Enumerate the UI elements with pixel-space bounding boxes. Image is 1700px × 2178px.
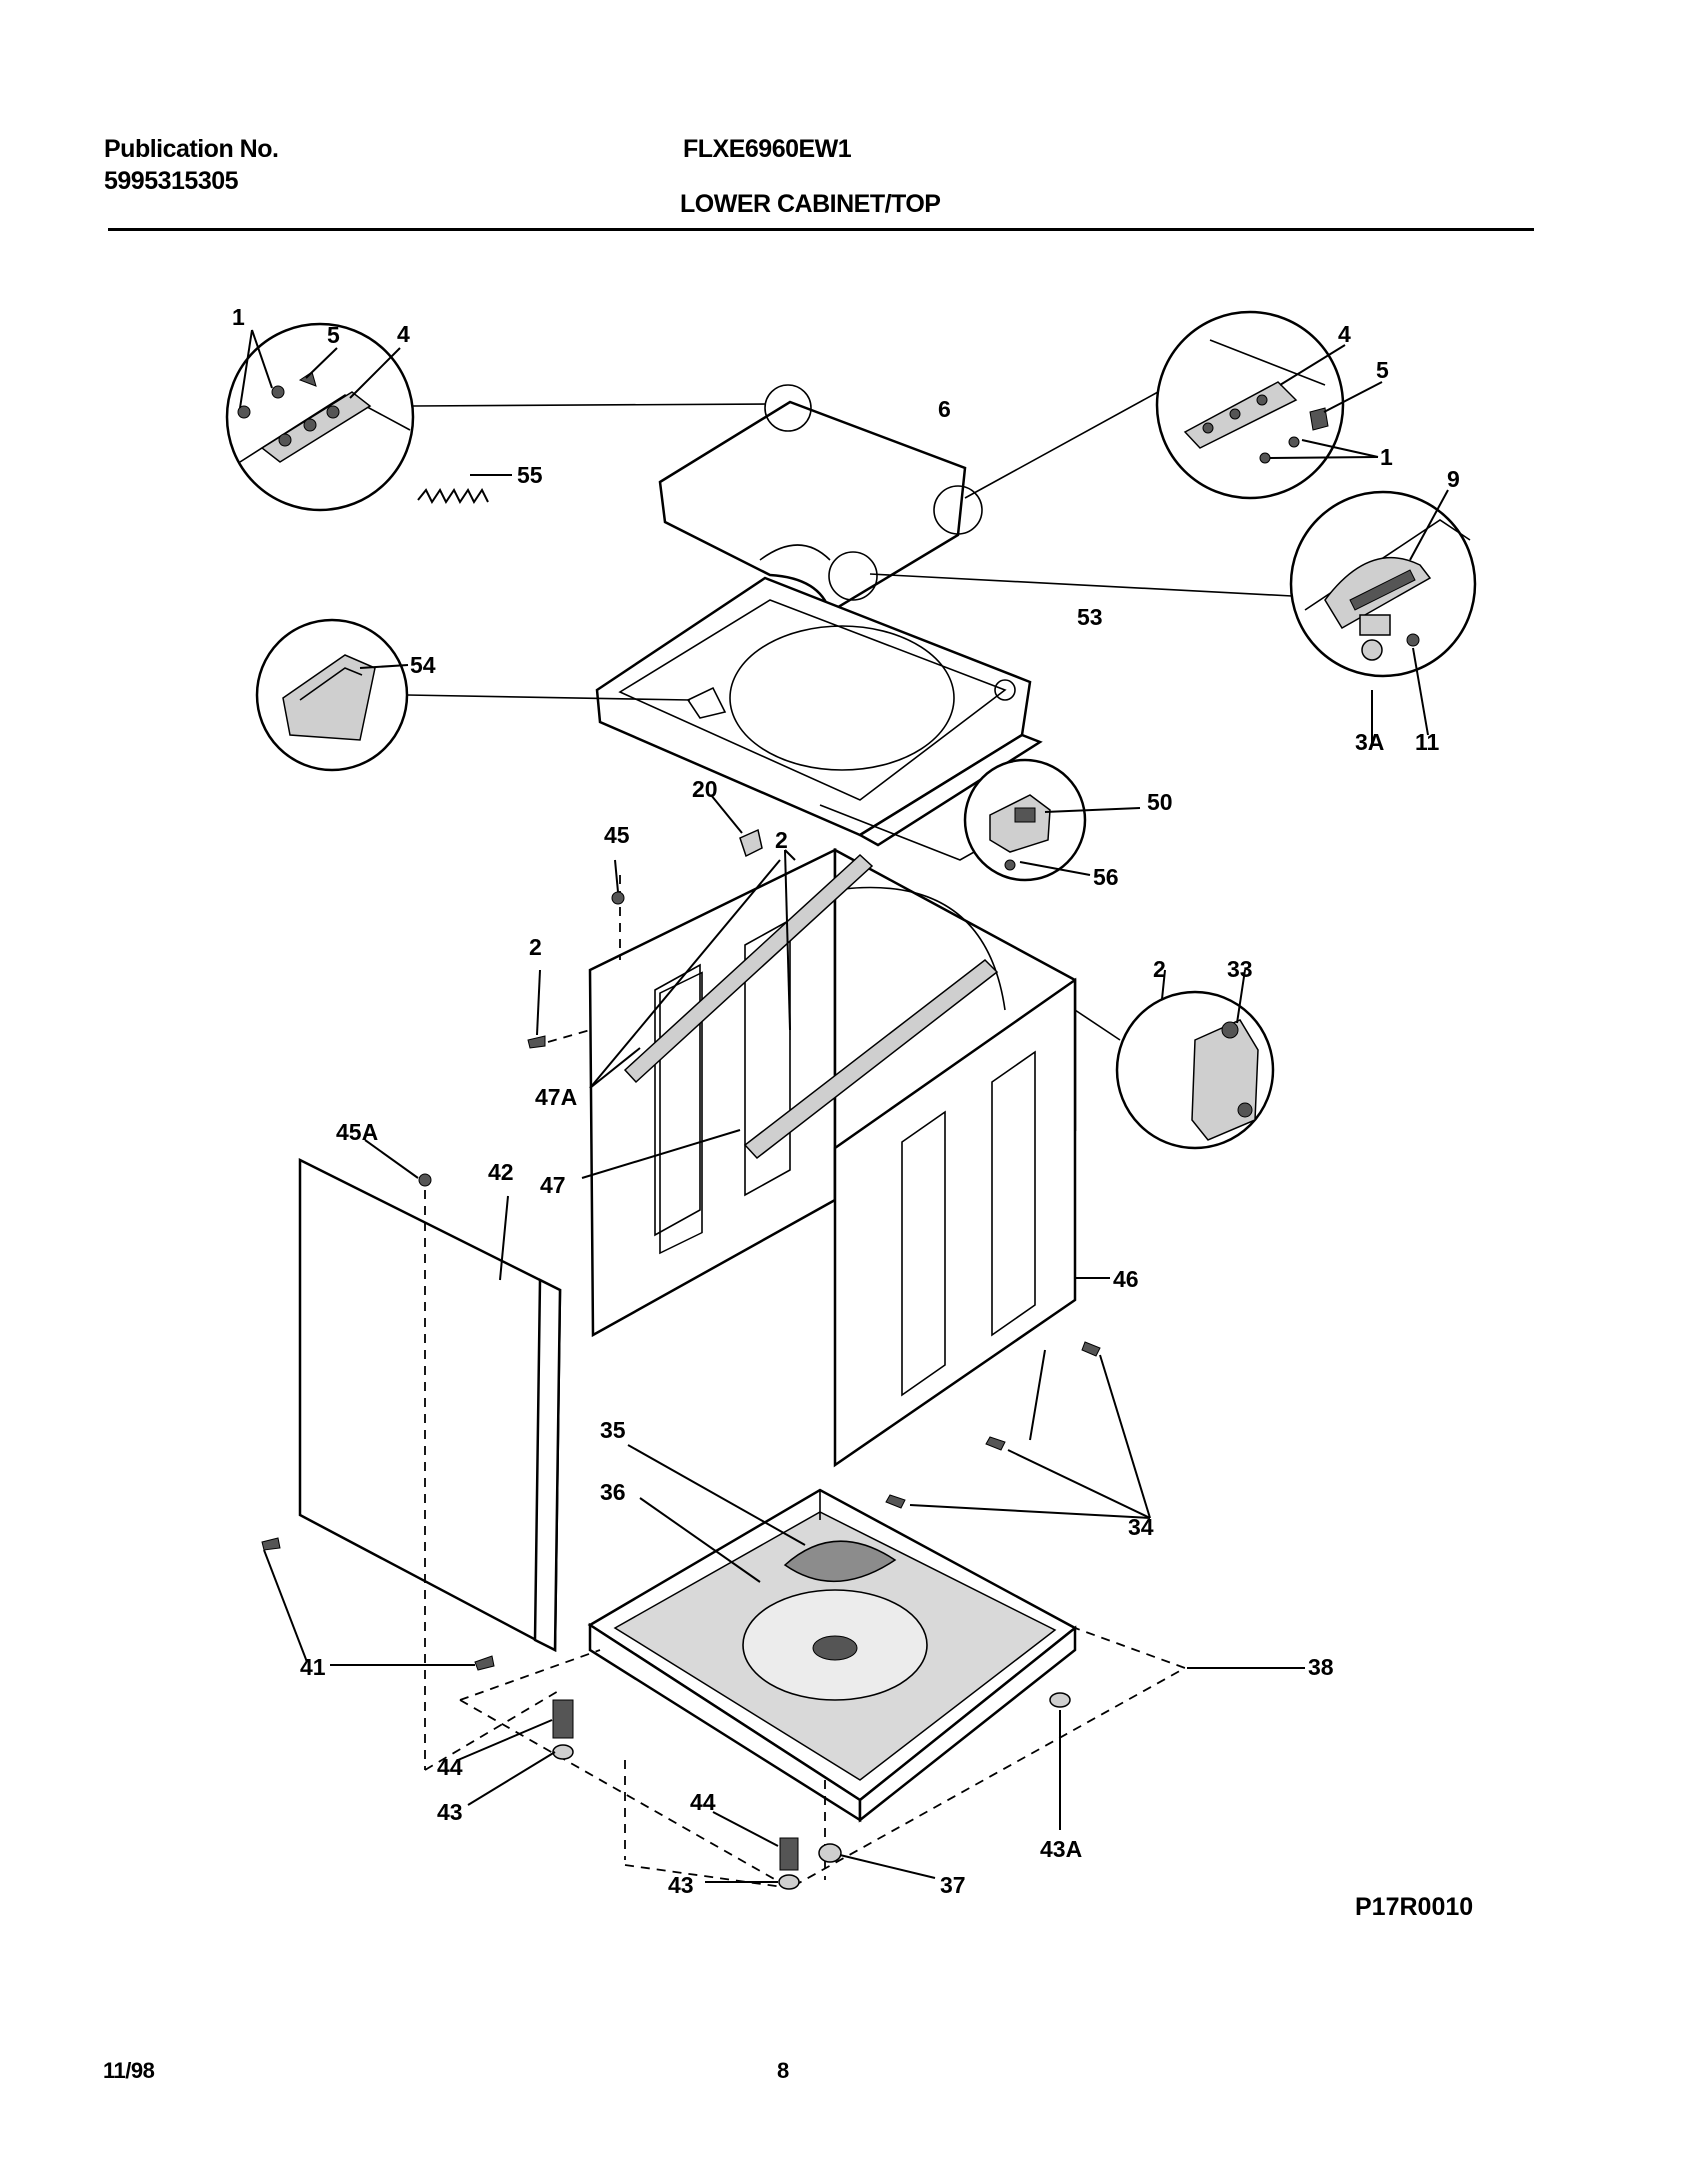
hinge-detail-right bbox=[964, 310, 1383, 500]
callout-38: 38 bbox=[1308, 1654, 1334, 1680]
callout-1: 1 bbox=[232, 304, 245, 330]
section-title: LOWER CABINET/TOP bbox=[680, 190, 941, 218]
callout-43a: 43A bbox=[1040, 1836, 1082, 1862]
callout-54: 54 bbox=[410, 652, 436, 678]
callout-2-left: 2 bbox=[529, 934, 542, 960]
right-side-panel bbox=[833, 977, 1110, 1468]
callout-33: 33 bbox=[1227, 956, 1253, 982]
dispenser-detail bbox=[255, 618, 691, 772]
model-number: FLXE6960EW1 bbox=[683, 135, 852, 163]
callout-34: 34 bbox=[1128, 1514, 1154, 1540]
callout-20: 20 bbox=[692, 776, 718, 802]
callout-3a: 3A bbox=[1355, 729, 1384, 755]
lid-switch-detail bbox=[963, 758, 1141, 882]
hinge-detail-left bbox=[225, 322, 767, 512]
callout-44-left: 44 bbox=[437, 1754, 463, 1780]
switch-detail bbox=[869, 489, 1477, 745]
drawing-code: P17R0010 bbox=[1355, 1893, 1473, 1921]
callout-2-right: 2 bbox=[1153, 956, 1166, 982]
page-number: 8 bbox=[777, 2058, 789, 2083]
top-panel-part bbox=[595, 544, 1043, 861]
footer-date: 11/98 bbox=[103, 2058, 155, 2083]
callout-42: 42 bbox=[488, 1159, 514, 1185]
callout-6: 6 bbox=[938, 396, 951, 422]
water-valve-detail bbox=[1074, 969, 1275, 1150]
callout-47a: 47A bbox=[535, 1084, 577, 1110]
callout-2-top: 2 bbox=[775, 827, 788, 853]
callout-4: 4 bbox=[397, 321, 410, 347]
callout-36: 36 bbox=[600, 1479, 626, 1505]
callout-4-right: 4 bbox=[1338, 321, 1351, 347]
publication-number: 5995315305 bbox=[104, 167, 239, 195]
header-rule bbox=[108, 228, 1534, 231]
callout-41: 41 bbox=[300, 1654, 326, 1680]
leveling-feet bbox=[457, 1692, 1071, 1890]
callout-44-bottom: 44 bbox=[690, 1789, 716, 1815]
callout-43-left: 43 bbox=[437, 1799, 463, 1825]
callout-46: 46 bbox=[1113, 1266, 1139, 1292]
callout-50: 50 bbox=[1147, 789, 1173, 815]
callout-56: 56 bbox=[1093, 864, 1119, 890]
spring-part bbox=[417, 474, 512, 504]
screws-41 bbox=[261, 1537, 495, 1671]
cabinet-brackets bbox=[581, 849, 999, 1179]
lid-part bbox=[658, 384, 983, 614]
callout-55: 55 bbox=[517, 462, 543, 488]
left-side-panel bbox=[298, 1139, 562, 1770]
callout-47: 47 bbox=[540, 1172, 566, 1198]
base-assembly bbox=[424, 1444, 1305, 1890]
callout-5-right: 5 bbox=[1376, 357, 1389, 383]
callout-9: 9 bbox=[1447, 466, 1460, 492]
callout-1-right: 1 bbox=[1380, 444, 1393, 470]
callout-43-bottom: 43 bbox=[668, 1872, 694, 1898]
callout-45a: 45A bbox=[336, 1119, 378, 1145]
screws-34 bbox=[885, 1341, 1151, 1519]
callout-37: 37 bbox=[940, 1872, 966, 1898]
callout-53: 53 bbox=[1077, 604, 1103, 630]
publication-label: Publication No. bbox=[104, 135, 279, 163]
callout-11: 11 bbox=[1415, 729, 1440, 755]
callout-5: 5 bbox=[327, 322, 340, 348]
callout-45: 45 bbox=[604, 822, 630, 848]
callout-35: 35 bbox=[600, 1417, 626, 1443]
callout-labels: 1 5 4 55 6 4 5 1 9 54 53 3A 11 20 50 45 … bbox=[232, 304, 1460, 1898]
